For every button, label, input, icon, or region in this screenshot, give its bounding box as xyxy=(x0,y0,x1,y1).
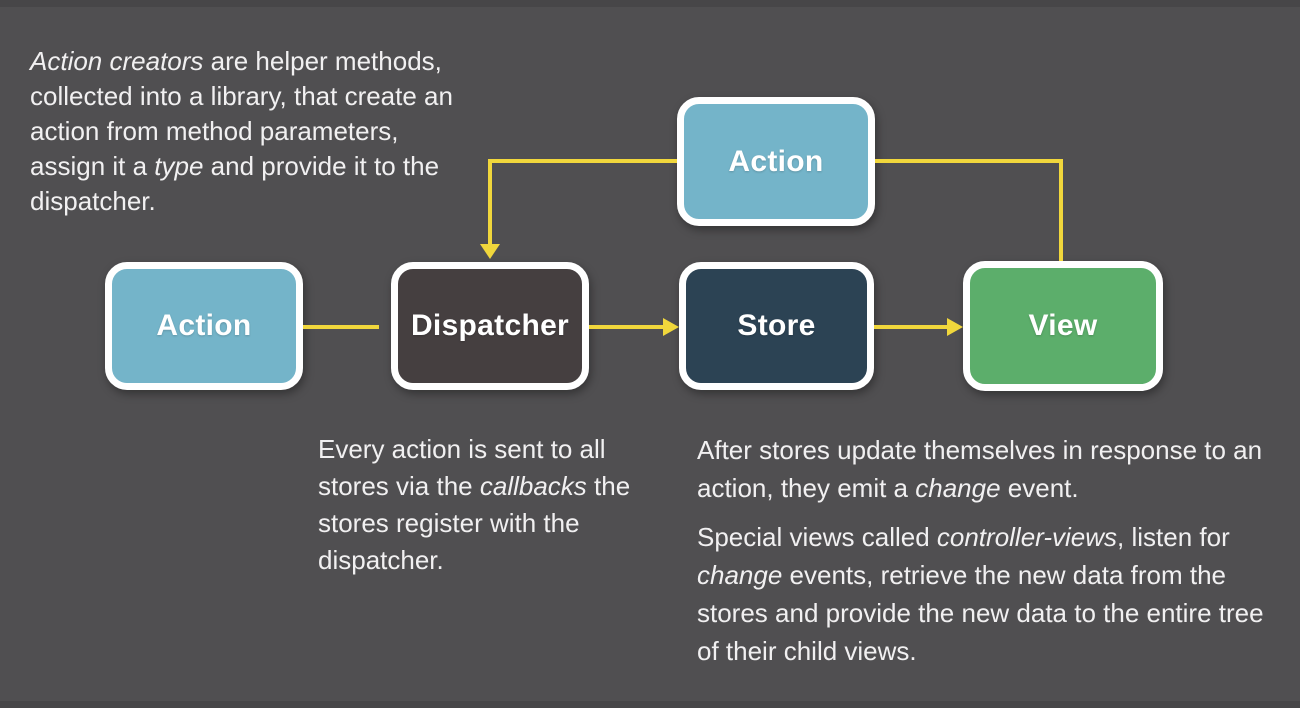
action-creators-note: Action creators are helper methods, coll… xyxy=(30,46,453,216)
edge-action-to-dispatcher-line xyxy=(303,325,379,329)
store-change-event-note: After stores update themselves in respon… xyxy=(697,435,1263,503)
store-notes-block: After stores update themselves in respon… xyxy=(697,431,1289,670)
node-action-top: Action xyxy=(677,97,875,226)
top-edge-shade xyxy=(0,0,1300,7)
node-view: View xyxy=(963,261,1163,391)
edge-view-to-action-horizontal xyxy=(875,159,1063,163)
node-view-label: View xyxy=(1028,309,1098,342)
node-store-label: Store xyxy=(737,309,816,342)
node-action-top-label: Action xyxy=(728,144,824,178)
bottom-edge-shade xyxy=(0,701,1300,708)
edge-dispatcher-to-store-line xyxy=(589,325,665,329)
arrowhead-right-icon xyxy=(947,318,963,336)
edge-store-to-view-line xyxy=(874,325,949,329)
controller-views-note: Special views called controller-views, l… xyxy=(697,522,1264,666)
edge-view-to-action-vertical xyxy=(1059,159,1063,261)
dispatcher-callbacks-note: Every action is sent to all stores via t… xyxy=(318,434,631,575)
node-action-label: Action xyxy=(156,309,252,342)
node-dispatcher-label: Dispatcher xyxy=(410,309,570,342)
edge-action-to-dispatcher-loop-horizontal xyxy=(488,159,677,163)
arrowhead-down-icon xyxy=(480,244,500,259)
node-dispatcher: Dispatcher xyxy=(391,262,589,390)
edge-action-to-dispatcher-loop-vertical xyxy=(488,159,492,245)
node-action: Action xyxy=(105,262,303,390)
node-store: Store xyxy=(679,262,874,390)
arrowhead-right-icon xyxy=(663,318,679,336)
